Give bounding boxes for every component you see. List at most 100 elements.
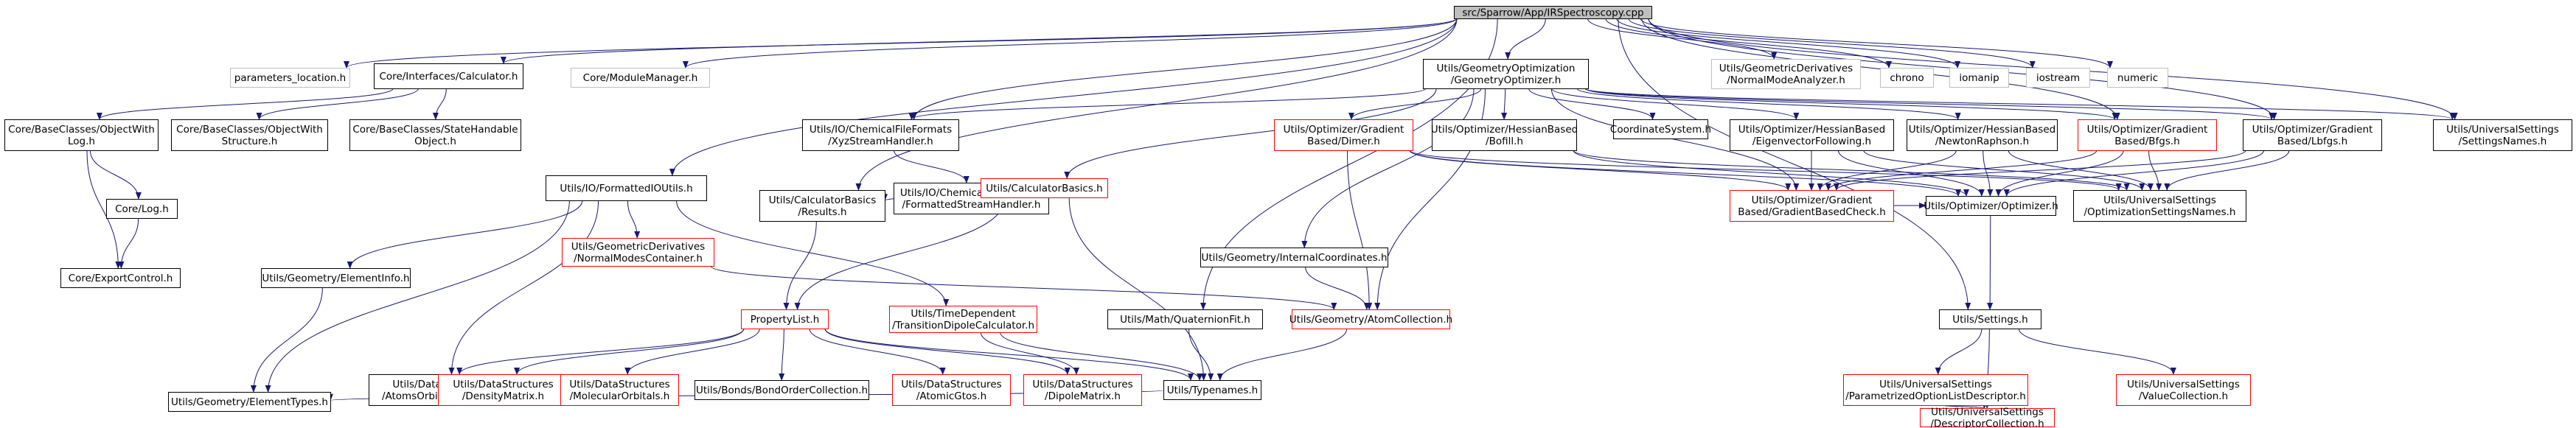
node-element-types[interactable]: Utils/Geometry/ElementTypes.h	[168, 392, 331, 412]
node-optimizer[interactable]: Utils/Optimizer/Optimizer.h	[1924, 196, 2058, 216]
node-ds-dipole[interactable]: Utils/DataStructures/DipoleMatrix.h	[1023, 374, 1142, 406]
node-gd-nmcontainer[interactable]: Utils/GeometricDerivatives/NormalModesCo…	[562, 238, 714, 267]
node-box-formatted-io	[546, 175, 707, 201]
node-box-quaternion	[1107, 309, 1263, 329]
node-typenames[interactable]: Utils/Typenames.h	[1163, 380, 1261, 400]
node-box-internal-coords	[1200, 248, 1388, 267]
node-us-paramdesc[interactable]: Utils/UniversalSettings/ParametrizedOpti…	[1843, 374, 2028, 406]
edge-opt_bofill-to-optimizer	[1573, 150, 1969, 197]
node-box-bc-objlog	[4, 119, 159, 151]
node-xyz-stream[interactable]: Utils/IO/ChemicalFileFormats/XyzStreamHa…	[802, 119, 959, 151]
node-us-optsettings[interactable]: Utils/UniversalSettings/OptimizationSett…	[2073, 190, 2246, 222]
node-settings[interactable]: Utils/Settings.h	[1939, 309, 2041, 329]
edge-opt_bofill-to-us_optsettings	[1573, 150, 2130, 191]
node-numeric[interactable]: numeric	[2107, 68, 2168, 88]
node-label-chrono-0: chrono	[1890, 72, 1924, 84]
node-label-opt-bfgs-0: Utils/Optimizer/Gradient	[2087, 124, 2208, 136]
node-label-us-optsettings-1: /OptimizationSettingsNames.h	[2084, 206, 2236, 218]
node-label-geo-opt-0: Utils/GeometryOptimization	[1437, 63, 1576, 74]
node-opt-nr[interactable]: Utils/Optimizer/HessianBased/NewtonRaphs…	[1907, 119, 2058, 151]
node-core-log[interactable]: Core/Log.h	[106, 199, 178, 219]
node-grad-check[interactable]: Utils/Optimizer/GradientBased/GradientBa…	[1730, 190, 1894, 222]
node-box-us-optsettings	[2073, 190, 2246, 222]
node-opt-lbfgs[interactable]: Utils/Optimizer/GradientBased/Lbfgs.h	[2243, 119, 2382, 151]
node-ds-density[interactable]: Utils/DataStructures/DensityMatrix.h	[438, 374, 568, 406]
node-box-calc-basics-results	[759, 190, 885, 222]
node-label-ds-dipole-1: /DipoleMatrix.h	[1045, 390, 1121, 402]
node-ds-molorb[interactable]: Utils/DataStructures/MolecularOrbitals.h	[560, 374, 679, 406]
node-label-opt-ef-1: /EigenvectorFollowing.h	[1752, 136, 1871, 147]
node-box-core-log	[106, 199, 178, 219]
node-label-us-valuecoll-1: /ValueCollection.h	[2139, 390, 2228, 402]
edge-opt_dimer-to-us_optsettings	[1409, 150, 2122, 191]
node-label-params-loc-0: parameters_location.h	[234, 72, 346, 84]
edge-property_list-to-ds_dipole	[824, 328, 1071, 375]
edge-settings-to-us_paramdesc	[1935, 328, 1983, 375]
node-label-us-settingsnames-1: /SettingsNames.h	[2459, 136, 2547, 147]
node-geo-opt[interactable]: Utils/GeometryOptimization/GeometryOptim…	[1423, 59, 1589, 89]
node-label-ds-atomicgtos-1: /AtomicGtos.h	[916, 390, 986, 402]
node-label-typenames-0: Utils/Typenames.h	[1167, 385, 1258, 396]
node-us-settingsnames[interactable]: Utils/UniversalSettings/SettingsNames.h	[2433, 119, 2572, 151]
edge-property_list-to-ds_atomicgtos	[809, 328, 946, 375]
node-iomanip[interactable]: iomanip	[1949, 68, 2009, 88]
edge-root-to-settings	[1618, 18, 1971, 310]
node-label-gd-nmcontainer-1: /NormalModesContainer.h	[574, 253, 703, 264]
node-label-bond-order-0: Utils/Bonds/BondOrderCollection.h	[696, 385, 868, 396]
node-label-ds-atomicgtos-0: Utils/DataStructures	[901, 379, 1001, 390]
node-box-opt-bfgs	[2078, 119, 2217, 151]
node-module-mgr[interactable]: Core/ModuleManager.h	[571, 68, 710, 88]
node-chrono[interactable]: chrono	[1880, 68, 1934, 88]
edge-root-to-opt_bfgs	[1641, 18, 2120, 120]
node-export-control[interactable]: Core/ExportControl.h	[60, 268, 181, 288]
node-box-ds-density	[438, 374, 568, 406]
node-td-dipole[interactable]: Utils/TimeDependent/TransitionDipoleCalc…	[889, 306, 1037, 333]
node-label-us-desccoll-1: /DescriptorCollection.h	[1930, 418, 2044, 428]
edge-geo_opt-to-opt_lbfgs	[1584, 88, 2274, 120]
node-nm-analyzer[interactable]: Utils/GeometricDerivatives/NormalModeAna…	[1711, 59, 1861, 89]
node-element-info[interactable]: Utils/Geometry/ElementInfo.h	[261, 268, 411, 288]
node-property-list[interactable]: PropertyList.h	[741, 309, 829, 329]
node-opt-dimer[interactable]: Utils/Optimizer/GradientBased/Dimer.h	[1274, 119, 1413, 151]
node-label-td-dipole-0: Utils/TimeDependent	[911, 308, 1015, 320]
node-opt-bofill[interactable]: Utils/Optimizer/HessianBased/Bofill.h	[1431, 119, 1578, 151]
node-label-bc-objlog-1: Log.h	[68, 136, 95, 147]
node-internal-coords[interactable]: Utils/Geometry/InternalCoordinates.h	[1200, 248, 1388, 267]
node-opt-ef[interactable]: Utils/Optimizer/HessianBased/Eigenvector…	[1730, 119, 1894, 151]
node-label-coord-system-0: CoordinateSystem.h	[1610, 124, 1711, 136]
node-box-iostream	[2026, 68, 2090, 88]
node-opt-bfgs[interactable]: Utils/Optimizer/GradientBased/Bfgs.h	[2078, 119, 2217, 151]
node-formatted-io[interactable]: Utils/IO/FormattedIOUtils.h	[546, 175, 707, 201]
node-calc-basics-results[interactable]: Utils/CalculatorBasics/Results.h	[759, 190, 885, 222]
dependency-nodes: src/Sparrow/App/IRSpectroscopy.cpp parame…	[4, 6, 2572, 428]
edge-root-to-calculator	[501, 18, 1458, 64]
node-atom-collection[interactable]: Utils/Geometry/AtomCollection.h	[1289, 309, 1452, 329]
edge-opt_bfgs-to-us_optsettings	[2148, 150, 2162, 191]
node-ds-atomicgtos[interactable]: Utils/DataStructures/AtomicGtos.h	[892, 374, 1011, 406]
node-label-core-log-0: Core/Log.h	[115, 203, 169, 215]
edge-property_list-to-typenames	[824, 328, 1194, 381]
edge-formatted_io-to-element_types	[265, 200, 570, 393]
node-iostream[interactable]: iostream	[2026, 68, 2090, 88]
node-us-valuecoll[interactable]: Utils/UniversalSettings/ValueCollection.…	[2116, 374, 2251, 406]
node-coord-system[interactable]: CoordinateSystem.h	[1610, 119, 1711, 139]
node-box-typenames	[1163, 380, 1261, 400]
node-label-iostream-0: iostream	[2036, 72, 2080, 84]
edge-calculator-to-bc_statehandable	[432, 88, 447, 120]
edge-calc_basics_results-to-property_list	[783, 220, 817, 310]
node-us-desccoll[interactable]: Utils/UniversalSettings/DescriptorCollec…	[1920, 407, 2055, 428]
node-root[interactable]: src/Sparrow/App/IRSpectroscopy.cpp	[1454, 6, 1652, 19]
node-calculator[interactable]: Core/Interfaces/Calculator.h	[374, 63, 523, 89]
node-bond-order[interactable]: Utils/Bonds/BondOrderCollection.h	[695, 380, 869, 400]
node-label-bc-objstruct-0: Core/BaseClasses/ObjectWith	[176, 124, 323, 136]
edge-gd_nmcontainer-to-atom_collection	[710, 265, 1337, 310]
node-box-opt-ef	[1730, 119, 1894, 151]
node-label-xyz-stream-0: Utils/IO/ChemicalFileFormats	[810, 124, 952, 136]
node-quaternion[interactable]: Utils/Math/QuaternionFit.h	[1107, 309, 1263, 329]
node-calc-basics[interactable]: Utils/CalculatorBasics.h	[981, 178, 1108, 198]
node-params-loc[interactable]: parameters_location.h	[230, 68, 350, 88]
